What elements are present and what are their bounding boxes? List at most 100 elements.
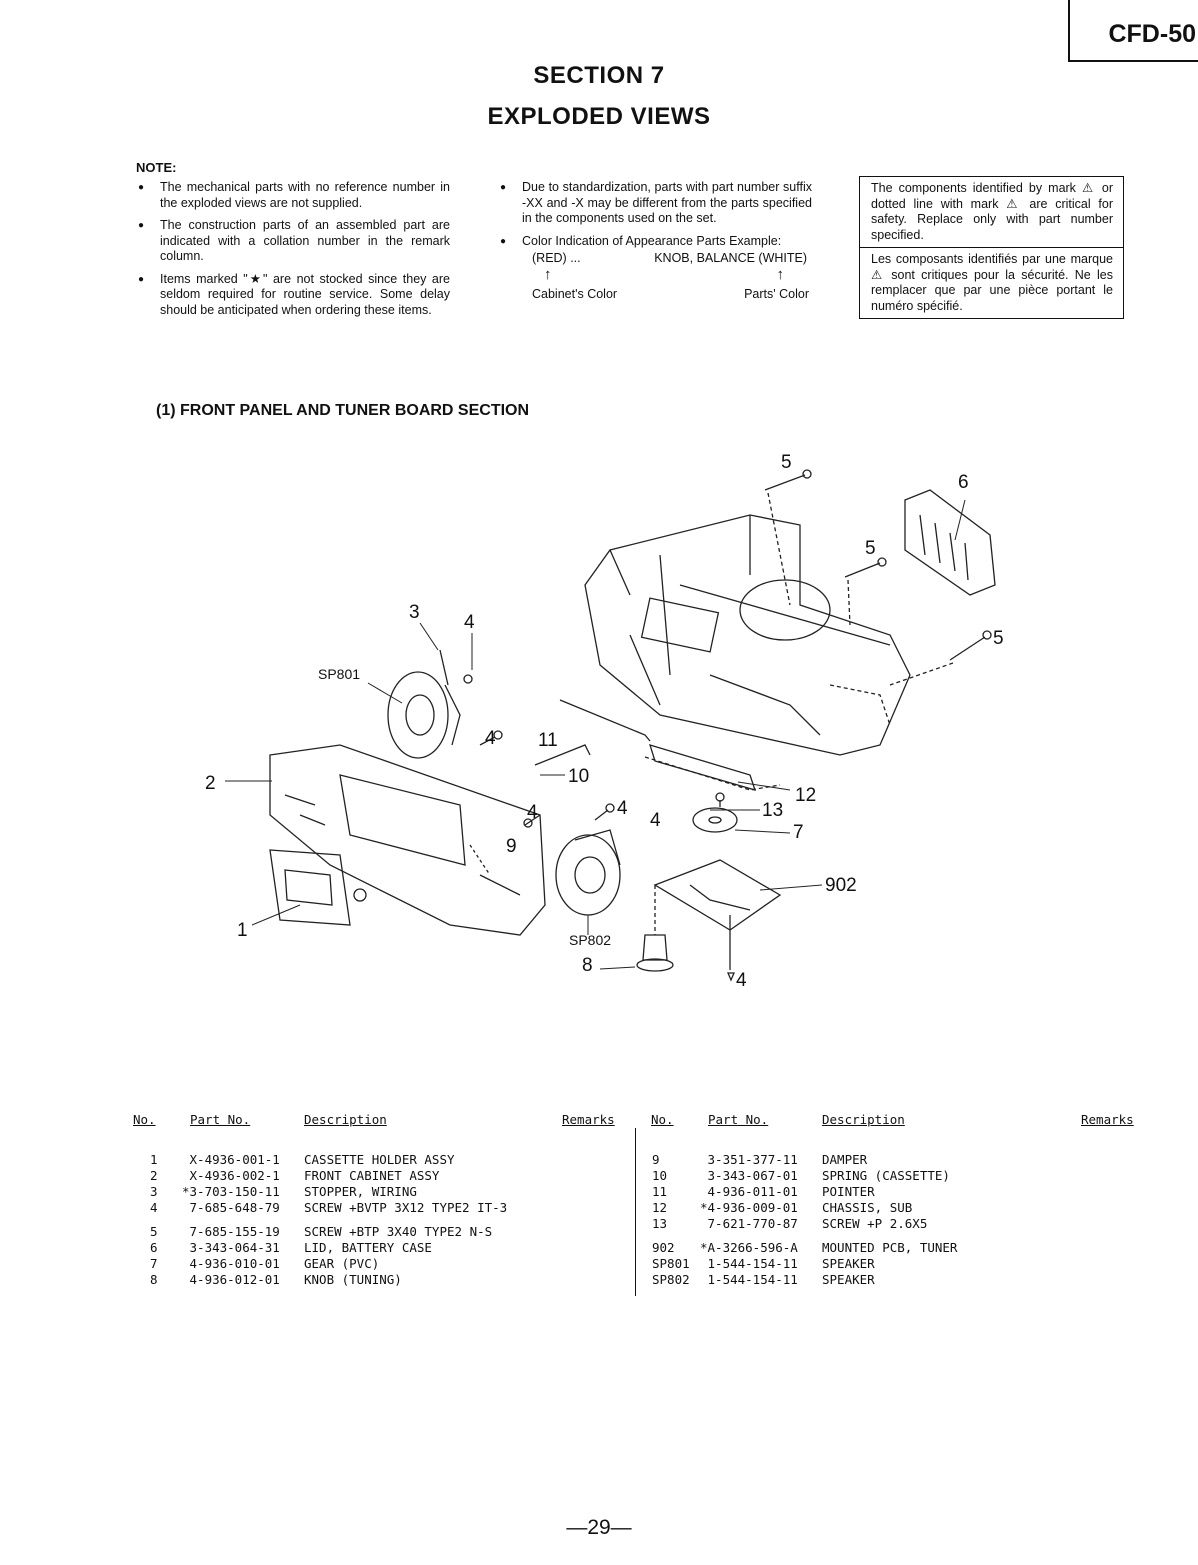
part-description: CHASSIS, SUB xyxy=(822,1200,913,1215)
callout-5: 5 xyxy=(781,452,792,473)
speaker-sp801 xyxy=(387,671,449,759)
col-header-description: Description xyxy=(822,1112,905,1127)
part-ref-no: 10 xyxy=(652,1168,668,1183)
col-header-part-no: Part No. xyxy=(708,1112,769,1127)
callout-sp801: SP801 xyxy=(318,666,361,682)
example-left: (RED) ... xyxy=(532,251,581,265)
col-header-part-no: Part No. xyxy=(190,1112,251,1127)
exploded-view-diagram xyxy=(225,469,996,982)
part-description: LID, BATTERY CASE xyxy=(304,1240,432,1255)
part-ref-no: 3 xyxy=(150,1184,158,1199)
callout-5: 5 xyxy=(865,538,876,559)
part-description: SCREW +BTP 3X40 TYPE2 N-S xyxy=(304,1224,493,1239)
part-number: X-4936-001-1 xyxy=(182,1152,280,1167)
callout-1: 1 xyxy=(237,920,248,941)
parts-color-caption: Parts' Color xyxy=(744,286,809,301)
part-number: *3-703-150-11 xyxy=(182,1184,280,1199)
note-item: Due to standardization, parts with part … xyxy=(498,180,812,227)
callout-4: 4 xyxy=(736,970,747,991)
callout-8: 8 xyxy=(582,955,593,976)
callout-12: 12 xyxy=(795,785,817,806)
note-item: The mechanical parts with no reference n… xyxy=(136,180,450,211)
callout-4: 4 xyxy=(485,728,496,749)
part-description: SPEAKER xyxy=(822,1272,875,1287)
col-header-no: No. xyxy=(133,1112,156,1127)
callout-11: 11 xyxy=(538,730,558,751)
part-ref-no: 11 xyxy=(652,1184,668,1199)
pointer xyxy=(559,699,651,742)
note-heading: NOTE: xyxy=(136,160,177,175)
callout-4: 4 xyxy=(527,802,538,823)
part-ref-no: 902 xyxy=(652,1240,675,1255)
part-description: CASSETTE HOLDER ASSY xyxy=(304,1152,455,1167)
callout-10: 10 xyxy=(568,766,590,787)
callout-7: 7 xyxy=(793,822,804,843)
note-item: Color Indication of Appearance Parts Exa… xyxy=(498,234,812,250)
note-column-2: Due to standardization, parts with part … xyxy=(498,180,812,302)
callout-4: 4 xyxy=(464,612,475,633)
callout-2: 2 xyxy=(205,773,216,794)
part-ref-no: 9 xyxy=(652,1152,660,1167)
tuning-knob xyxy=(642,934,668,961)
col-header-no: No. xyxy=(651,1112,674,1127)
rear-speaker-opening xyxy=(739,579,831,641)
part-ref-no: 6 xyxy=(150,1240,158,1255)
col-header-remarks: Remarks xyxy=(1081,1112,1134,1127)
part-number: *A-3266-596-A xyxy=(700,1240,798,1255)
part-number: 3-351-377-11 xyxy=(700,1152,798,1167)
safety-notice-french: Les composants identifiés par une marque… xyxy=(860,247,1123,318)
model-box: CFD-50 xyxy=(1068,0,1198,62)
part-ref-no: SP801 xyxy=(652,1256,690,1271)
note-item: The construction parts of an assembled p… xyxy=(136,218,450,265)
arrow-up-icon: ↑ xyxy=(544,265,552,283)
part-number: 4-936-010-01 xyxy=(182,1256,280,1271)
callout-4: 4 xyxy=(650,810,661,831)
battery-lid xyxy=(904,489,996,596)
part-description: SCREW +P 2.6X5 xyxy=(822,1216,928,1231)
part-ref-no: 1 xyxy=(150,1152,158,1167)
gear xyxy=(692,807,738,833)
part-description: SPRING (CASSETTE) xyxy=(822,1168,950,1183)
section-title: EXPLODED VIEWS xyxy=(487,103,711,130)
callout-9: 9 xyxy=(506,836,517,857)
part-description: SCREW +BVTP 3X12 TYPE2 IT-3 xyxy=(304,1200,508,1215)
part-description: GEAR (PVC) xyxy=(304,1256,380,1271)
cassette-holder xyxy=(269,849,351,926)
part-number: 7-685-648-79 xyxy=(182,1200,280,1215)
part-description: POINTER xyxy=(822,1184,875,1199)
part-number: 1-544-154-11 xyxy=(700,1256,798,1271)
part-ref-no: 5 xyxy=(150,1224,158,1239)
column-divider xyxy=(635,1128,636,1296)
page-number: —29— xyxy=(566,1516,632,1539)
part-ref-no: 8 xyxy=(150,1272,158,1287)
part-description: KNOB (TUNING) xyxy=(304,1272,402,1287)
callout-4: 4 xyxy=(617,798,628,819)
tuner-pcb xyxy=(653,859,782,931)
rear-cabinet xyxy=(584,514,911,756)
part-ref-no: 12 xyxy=(652,1200,668,1215)
callout-5: 5 xyxy=(993,628,1004,649)
callout-13: 13 xyxy=(762,800,784,821)
callout-6: 6 xyxy=(958,472,969,493)
stopper-wiring xyxy=(439,649,449,686)
section-number: SECTION 7 xyxy=(533,62,665,89)
cabinet-color-caption: Cabinet's Color xyxy=(532,286,618,301)
safety-notice-english: The components identified by mark ⚠ or d… xyxy=(871,181,1113,242)
part-description: FRONT CABINET ASSY xyxy=(304,1168,440,1183)
col-header-remarks: Remarks xyxy=(562,1112,615,1127)
part-description: SPEAKER xyxy=(822,1256,875,1271)
part-description: DAMPER xyxy=(822,1152,868,1167)
speaker-sp802 xyxy=(555,834,621,916)
part-ref-no: 4 xyxy=(150,1200,158,1215)
subsection-title: (1) FRONT PANEL AND TUNER BOARD SECTION xyxy=(156,402,530,419)
example-right: KNOB, BALANCE (WHITE) xyxy=(654,251,807,265)
part-number: 7-685-155-19 xyxy=(182,1224,280,1239)
safety-notice-box: The components identified by mark ⚠ or d… xyxy=(859,176,1124,319)
note-item: Items marked "★" are not stocked since t… xyxy=(136,272,450,319)
part-description: STOPPER, WIRING xyxy=(304,1184,417,1199)
color-example: (RED) ... KNOB, BALANCE (WHITE) ↑ ↑ Cabi… xyxy=(498,251,812,302)
callout-sp802: SP802 xyxy=(569,932,612,948)
front-cabinet xyxy=(269,744,546,936)
model-number: CFD-50 xyxy=(1108,20,1196,48)
part-ref-no: 7 xyxy=(150,1256,158,1271)
